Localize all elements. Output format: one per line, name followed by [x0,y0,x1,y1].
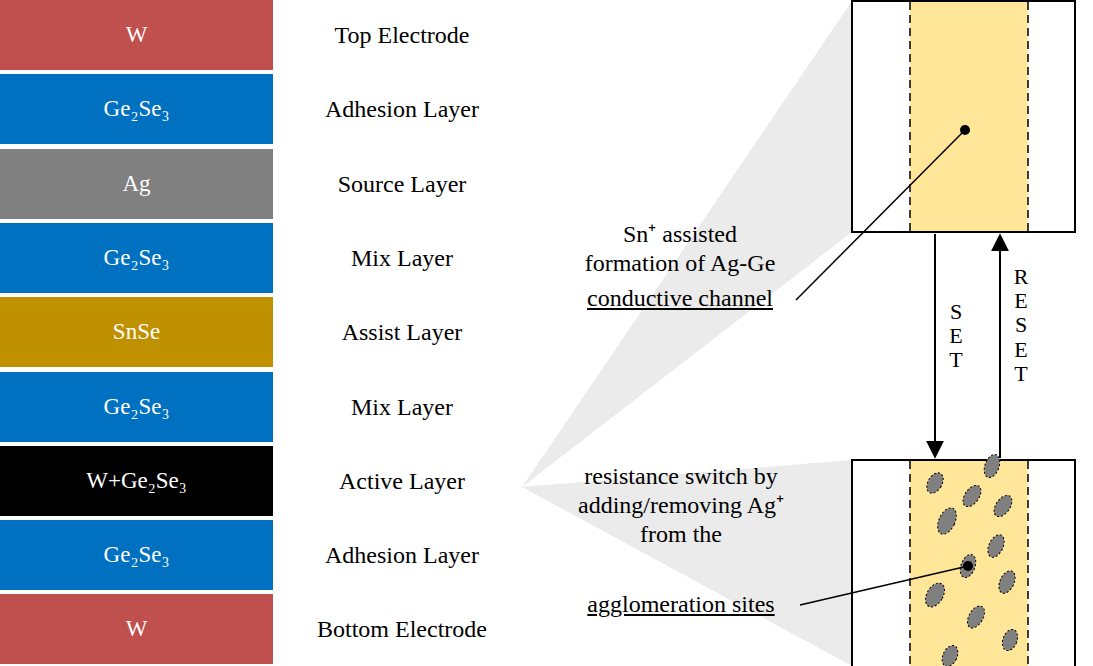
callout-text: resistance switch by adding/removing Ag⁺… [570,462,792,548]
material-name: W [126,22,148,48]
material-name: Ge₂Se₃ [104,245,170,271]
material-name: Ge₂Se₃ [104,394,170,420]
layer-role: Assist Layer [287,319,517,346]
leader-line [796,130,965,300]
layer-box: Ge₂Se₃Mix Layer [0,223,273,293]
set-arrow [934,234,936,457]
layer-role: Bottom Electrode [287,616,517,643]
channel-band [910,461,1028,666]
layer-box: AgSource Layer [0,149,273,219]
zoom-wedge [522,1,852,487]
layer-role: Adhesion Layer [287,96,517,123]
material-name: Ge₂Se₃ [104,96,170,122]
callout-text: Sn⁺ assisted formation of Ag-Ge [575,220,785,278]
layer-box: Ge₂Se₃Adhesion Layer [0,74,273,144]
band-edge [909,461,911,666]
layer-box: Ge₂Se₃Adhesion Layer [0,520,273,590]
layer-role: Top Electrode [287,22,517,49]
layer-box: W+Ge₂Se₃Active Layer [0,446,273,516]
layer-role: Mix Layer [287,245,517,272]
layer-box: WBottom Electrode [0,594,273,664]
transition-label: RESET [1010,265,1032,386]
layer-role: Mix Layer [287,394,517,421]
layer-box: SnSeAssist Layer [0,297,273,367]
layer-role: Source Layer [287,171,517,198]
agglomeration-box [852,460,1075,666]
zoom-wedge [522,460,852,666]
material-name: SnSe [113,319,160,345]
layer-role: Adhesion Layer [287,542,517,569]
callout-term: agglomeration sites [570,590,792,619]
band-edge [1027,461,1029,666]
material-name: Ge₂Se₃ [104,542,170,568]
callout-term: conductive channel [575,284,785,313]
reset-arrow [999,235,1001,458]
agglomeration-sites [922,452,1021,666]
material-name: W [126,616,148,642]
band-edge [1027,2,1029,231]
layer-box: WTop Electrode [0,0,273,70]
channel-band [910,2,1028,231]
band-edge [909,2,911,231]
layer-box: Ge₂Se₃Mix Layer [0,372,273,442]
layer-role: Active Layer [287,468,517,495]
material-name: Ag [122,171,150,197]
channel-box [852,1,1075,232]
transition-label: SET [945,300,967,373]
material-name: W+Ge₂Se₃ [86,468,187,494]
leader-line [800,566,968,605]
